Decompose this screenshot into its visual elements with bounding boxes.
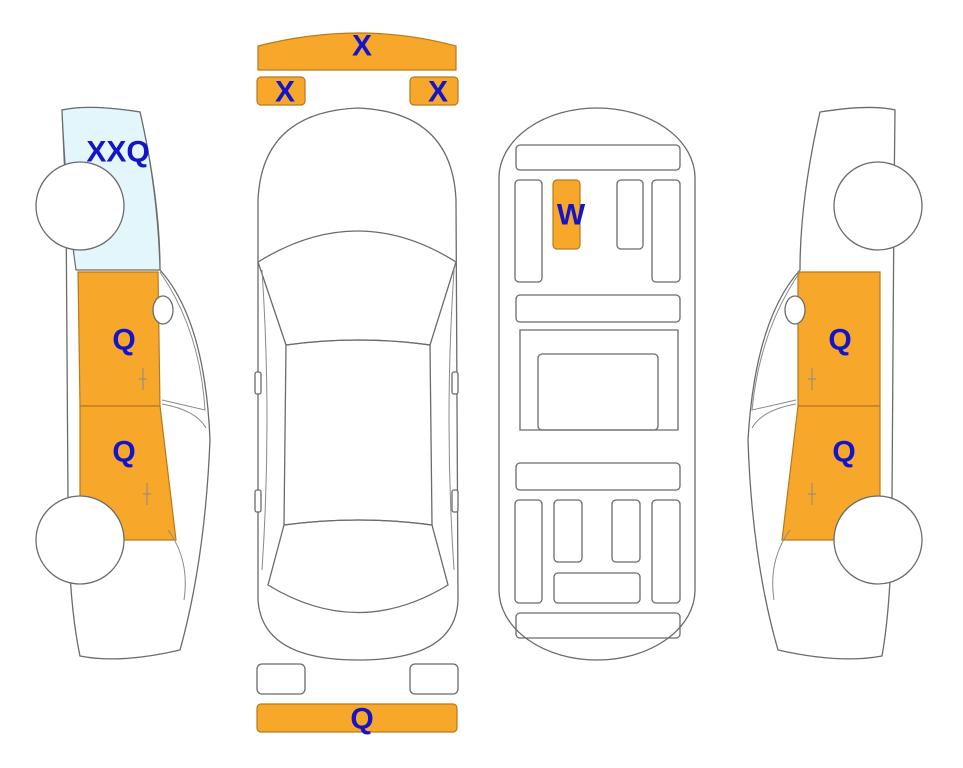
left-rear-wheel[interactable] bbox=[35, 495, 125, 585]
left-front-door-code: Q bbox=[112, 324, 135, 357]
left-headlight-code: X bbox=[275, 76, 295, 109]
rear-parts bbox=[256, 663, 459, 733]
left-front-wheel[interactable] bbox=[35, 161, 125, 251]
top-body-outline bbox=[257, 107, 459, 661]
rear-bumper-code: Q bbox=[350, 703, 373, 736]
floor-panel-code: W bbox=[557, 199, 586, 232]
top-rear-window bbox=[267, 519, 449, 614]
right-headlight[interactable] bbox=[409, 76, 459, 106]
right-rear-door-code: Q bbox=[832, 436, 855, 469]
right-front-door-code: Q bbox=[828, 324, 851, 357]
car-underbody-view bbox=[498, 107, 696, 661]
underbody-outline bbox=[498, 107, 696, 661]
left-mirror bbox=[254, 371, 262, 395]
left-taillight[interactable] bbox=[256, 663, 306, 695]
damage-labels: X X X XXQ Q Q W Q Q Q bbox=[86, 30, 855, 736]
floor-panel[interactable] bbox=[552, 179, 581, 250]
car-left-side-view bbox=[35, 106, 211, 660]
right-mirror-side bbox=[784, 295, 806, 325]
right-front-wheel[interactable] bbox=[833, 161, 923, 251]
left-headlight[interactable] bbox=[256, 76, 306, 106]
right-headlight-code: X bbox=[428, 76, 448, 109]
left-windshield-code: XXQ bbox=[86, 136, 149, 169]
car-top-view bbox=[254, 107, 459, 661]
right-mirror bbox=[451, 371, 459, 395]
rear-bumper[interactable] bbox=[256, 703, 458, 733]
right-rear-wheel[interactable] bbox=[833, 495, 923, 585]
left-rear-door-code: Q bbox=[112, 436, 135, 469]
front-bumper-code: X bbox=[352, 30, 372, 63]
left-mirror-side bbox=[152, 295, 174, 325]
front-bumper[interactable] bbox=[257, 32, 457, 71]
front-parts bbox=[256, 32, 459, 106]
car-right-side-view bbox=[747, 106, 923, 660]
right-taillight[interactable] bbox=[409, 663, 459, 695]
